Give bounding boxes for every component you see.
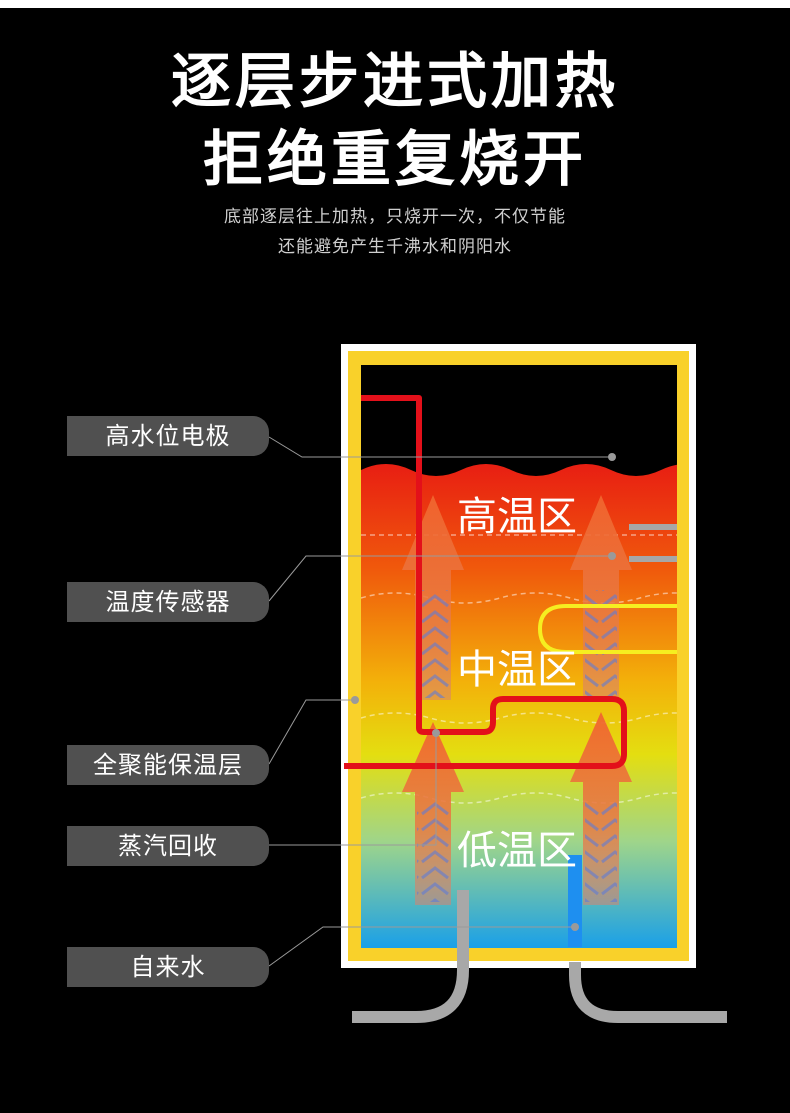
- leader-dots: [351, 453, 616, 931]
- zone-label-mid: 中温区: [457, 647, 577, 693]
- sensor-bar-lower: [629, 556, 677, 562]
- label-temperature-sensor: 温度传感器: [67, 582, 269, 622]
- leader-lines: [268, 436, 612, 967]
- label-steam-recovery: 蒸汽回收: [67, 826, 269, 866]
- heat-arrows: [402, 495, 632, 905]
- heating-coil: [537, 604, 677, 654]
- label-tap-water: 自来水: [67, 947, 269, 987]
- zone-label-high: 高温区: [457, 494, 577, 540]
- label-high-water-electrode: 高水位电极: [67, 416, 269, 456]
- heating-element: [344, 395, 627, 769]
- sensor-bar-upper: [629, 524, 677, 530]
- inlet-pipe-grey: [569, 962, 727, 1023]
- outlet-pipe-left: [352, 890, 469, 1023]
- subtitle-line-2: 还能避免产生千沸水和阴阳水: [278, 237, 512, 257]
- title-line-2: 拒绝重复烧开: [203, 125, 587, 195]
- title-line-1: 逐层步进式加热: [171, 47, 619, 117]
- subtitle-line-1: 底部逐层往上加热，只烧开一次，不仅节能: [224, 207, 566, 227]
- label-insulation-layer: 全聚能保温层: [67, 745, 269, 785]
- top-strip: [0, 0, 790, 8]
- zone-label-low: 低温区: [457, 828, 577, 874]
- inlet-pipe: [568, 855, 582, 947]
